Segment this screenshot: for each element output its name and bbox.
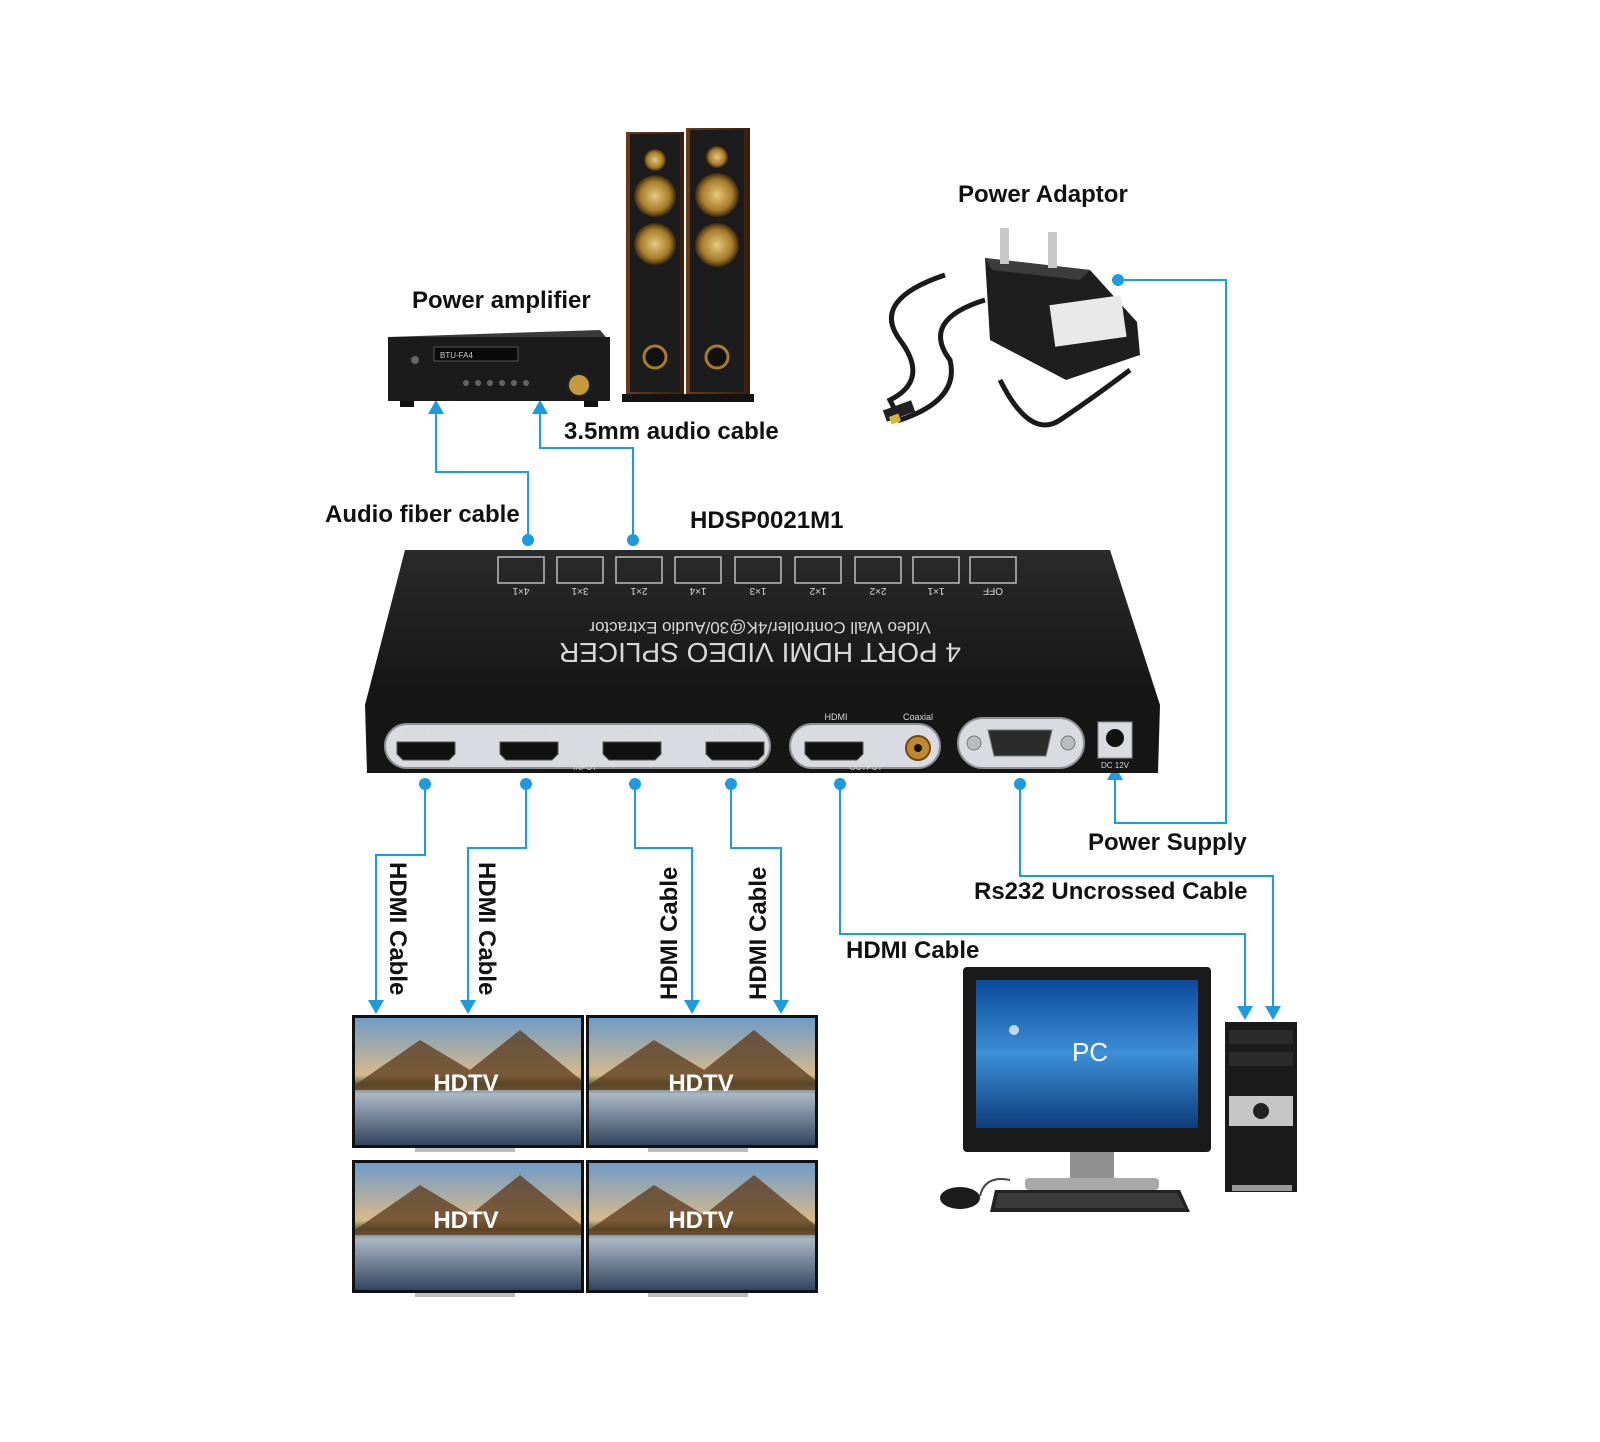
speaker-left xyxy=(622,132,688,402)
hdmi-cable-label-4: HDMI Cable xyxy=(745,867,772,1000)
hdmi-output-cable-line xyxy=(839,784,1246,1010)
model-label: HDSP0021M1 xyxy=(690,507,843,534)
power-adaptor xyxy=(882,228,1140,428)
coaxial-label: Coaxial xyxy=(903,712,933,722)
mode-label: 1×4 xyxy=(689,585,706,596)
hdmi-cable-label-2: HDMI Cable xyxy=(473,862,500,995)
fiber-cable-line xyxy=(435,412,529,540)
hdtv-label: HDTV xyxy=(433,1070,498,1097)
speaker-right xyxy=(682,128,754,402)
input-panel xyxy=(384,723,771,769)
hdtv-4: HDTV xyxy=(586,1160,818,1297)
hdmi-cable-line-2 xyxy=(467,784,527,1003)
mode-label: 1×2 xyxy=(809,585,826,596)
cable-dots xyxy=(419,274,1124,790)
hdtv-2: HDTV xyxy=(586,1015,818,1152)
power-amplifier-label: Power amplifier xyxy=(412,287,591,314)
hdmi-cable-line-3 xyxy=(634,784,693,1003)
rs232-cable-label: Rs232 Uncrossed Cable xyxy=(974,878,1247,905)
hdmi-cable-line-4 xyxy=(730,784,782,1003)
pc-keyboard xyxy=(990,1190,1190,1212)
port-label: HDMI IN4 xyxy=(405,728,445,738)
mode-label: 2×1 xyxy=(630,585,647,596)
video-splicer-device: 4×1 3×1 2×1 1×4 1×3 1×2 2×2 1×1 OFF Vide… xyxy=(365,550,1160,773)
hdmi-output-port xyxy=(804,741,864,761)
hdmi-output-cable-label: HDMI Cable xyxy=(846,937,979,964)
pc-mouse xyxy=(940,1187,980,1209)
speakers xyxy=(622,128,754,402)
mode-labels: 4×1 3×1 2×1 1×4 1×3 1×2 2×2 1×1 OFF xyxy=(512,585,1003,596)
port-label: HDMI IN1 xyxy=(714,728,754,738)
hdtv-wall: HDTV HDTV HDTV HDTV xyxy=(352,1015,818,1297)
mode-indicators xyxy=(497,556,1017,584)
dc-jack xyxy=(1097,721,1133,759)
audio-cable-label: 3.5mm audio cable xyxy=(564,418,779,445)
mode-label: 2×2 xyxy=(869,585,886,596)
dc-label: DC 12V xyxy=(1101,761,1130,770)
mode-label: 1×3 xyxy=(749,585,766,596)
port-label: HDMI IN2 xyxy=(612,728,652,738)
pc-screen-label: PC xyxy=(1072,1037,1108,1067)
hdtv-label: HDTV xyxy=(433,1207,498,1234)
svg-text:BTU-FA4: BTU-FA4 xyxy=(440,351,473,360)
pc-monitor: PC xyxy=(963,967,1211,1190)
rs232-cable-line xyxy=(1019,784,1274,1010)
power-cable-line xyxy=(1114,279,1227,824)
hdmi-cable-label-1: HDMI Cable xyxy=(384,862,411,995)
hdtv-3: HDTV xyxy=(352,1160,584,1297)
output-label: OUTPUT xyxy=(850,763,883,772)
mode-label: 4×1 xyxy=(512,585,529,596)
mode-label: OFF xyxy=(983,585,1003,596)
hdtv-1: HDTV xyxy=(352,1015,584,1152)
pc-tower xyxy=(1225,1022,1297,1192)
hdmi-input-ports xyxy=(396,741,765,761)
mode-label: 3×1 xyxy=(571,585,588,596)
hdtv-label: HDTV xyxy=(668,1070,733,1097)
rs232-label: RS232 xyxy=(1007,758,1032,767)
device-title: 4 PORT HDMI VIDEO SPLICER xyxy=(559,637,961,668)
hdtv-label: HDTV xyxy=(668,1207,733,1234)
input-label: INPUT xyxy=(573,763,597,772)
port-labels: HDMI IN4 HDMI IN3 HDMI IN2 HDMI IN1 xyxy=(405,728,754,738)
labels: Power Adaptor Power amplifier 3.5mm audi… xyxy=(325,181,1247,1000)
cables xyxy=(375,279,1274,1010)
power-supply-label: Power Supply xyxy=(1088,829,1247,856)
hdmi-cable-label-3: HDMI Cable xyxy=(656,867,683,1000)
mode-label: 1×1 xyxy=(927,585,944,596)
pc-setup: PC xyxy=(940,967,1297,1212)
rs232-port xyxy=(987,729,1053,757)
device-subtitle: Video Wall Controller/4K@30/Audio Extrac… xyxy=(589,618,931,637)
power-adaptor-label: Power Adaptor xyxy=(958,181,1128,208)
hdmi-out-label: HDMI xyxy=(825,712,848,722)
fiber-cable-label: Audio fiber cable xyxy=(325,501,520,528)
hdmi-cable-line-1 xyxy=(375,784,426,1003)
power-amplifier: BTU-FA4 xyxy=(388,330,610,407)
port-label: HDMI IN3 xyxy=(508,728,548,738)
audio-cable-line xyxy=(539,412,634,540)
